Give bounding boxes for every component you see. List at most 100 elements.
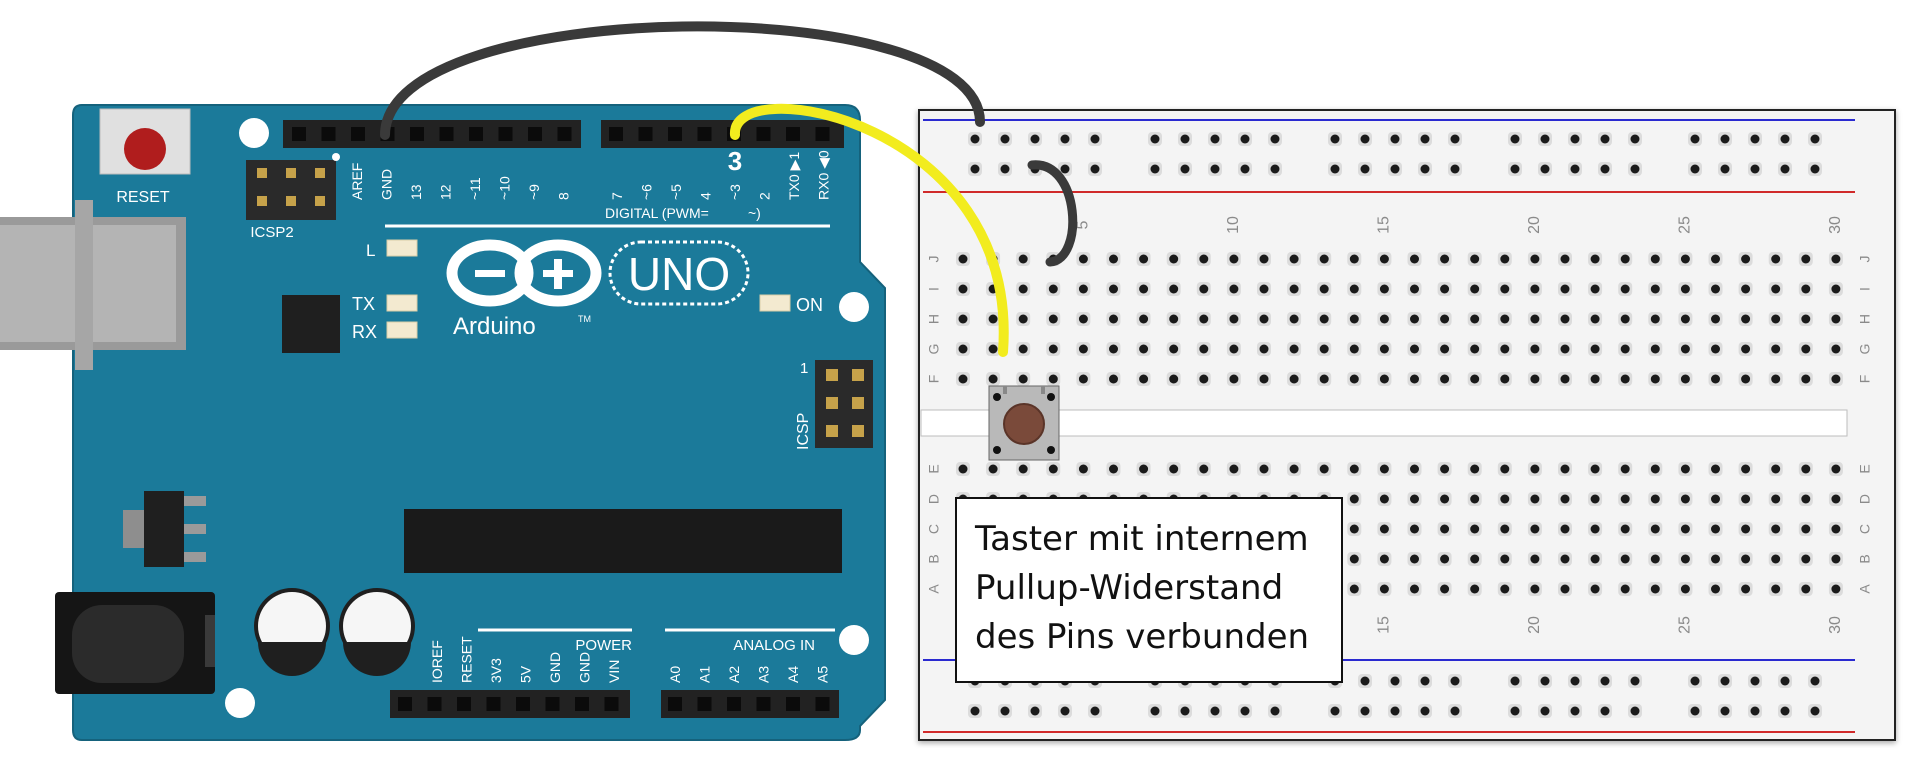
breadboard-hole-dot [1591, 375, 1600, 384]
power-label: POWER [575, 637, 632, 654]
breadboard-hole-dot [1500, 345, 1509, 354]
breadboard-hole-dot [1511, 677, 1520, 686]
breadboard-hole-dot [1169, 285, 1178, 294]
breadboard-hole-dot [1591, 285, 1600, 294]
callout-line-2: Pullup-Widerstand [975, 564, 1323, 613]
header-socket [816, 697, 830, 711]
breadboard-hole-dot [1500, 375, 1509, 384]
breadboard-hole-dot [1561, 495, 1570, 504]
microcontroller-chip [404, 509, 842, 573]
icsp-header [815, 360, 873, 448]
breadboard-hole-dot [1711, 465, 1720, 474]
breadboard-hole-dot [1781, 165, 1790, 174]
header-socket [668, 127, 682, 141]
breadboard-hole-dot [1751, 707, 1760, 716]
column-number: 30 [1827, 216, 1844, 234]
breadboard-hole-dot [1621, 465, 1630, 474]
digital-pin-label: ~11 [467, 177, 483, 200]
breadboard-hole-dot [1260, 465, 1269, 474]
breadboard-hole-dot [1691, 707, 1700, 716]
row-letter: J [1857, 256, 1873, 263]
breadboard-hole-dot [1801, 465, 1810, 474]
breadboard-hole-dot [1681, 345, 1690, 354]
dc-power-jack [55, 592, 215, 694]
breadboard-hole-dot [1049, 375, 1058, 384]
breadboard-hole-dot [1260, 315, 1269, 324]
breadboard-hole-dot [1771, 345, 1780, 354]
row-letter: E [926, 464, 942, 473]
icsp2-label: ICSP2 [250, 224, 293, 241]
breadboard-hole-dot [1530, 465, 1539, 474]
breadboard-hole-dot [1181, 135, 1190, 144]
row-letter: J [926, 256, 942, 263]
breadboard-hole-dot [1811, 707, 1820, 716]
analog-label: ANALOG IN [733, 637, 815, 654]
breadboard-hole-dot [1631, 707, 1640, 716]
breadboard-hole-dot [1811, 677, 1820, 686]
header-socket [487, 697, 501, 711]
breadboard-hole-dot [1651, 345, 1660, 354]
breadboard-hole-dot [1290, 315, 1299, 324]
breadboard-hole-dot [1711, 555, 1720, 564]
breadboard-hole-dot [1380, 285, 1389, 294]
header-socket [428, 697, 442, 711]
breadboard-hole-dot [1061, 135, 1070, 144]
header-socket [528, 127, 542, 141]
breadboard-hole-dot [1470, 585, 1479, 594]
usb-connector [0, 200, 186, 370]
power-pin-label: VIN [606, 660, 622, 683]
breadboard-hole-dot [1771, 555, 1780, 564]
breadboard-hole-dot [1771, 255, 1780, 264]
breadboard-hole-dot [1091, 135, 1100, 144]
breadboard-hole-dot [1199, 285, 1208, 294]
breadboard-hole-dot [1781, 707, 1790, 716]
breadboard-hole-dot [1019, 375, 1028, 384]
digital-pin-label: ~6 [639, 184, 655, 200]
breadboard-hole-dot [1741, 495, 1750, 504]
breadboard-hole-dot [1091, 707, 1100, 716]
breadboard-hole-dot [1561, 525, 1570, 534]
breadboard-hole-dot [959, 465, 968, 474]
header-socket [668, 697, 682, 711]
breadboard-hole-dot [1781, 677, 1790, 686]
breadboard-hole-dot [1801, 315, 1810, 324]
led-tx-label: TX [352, 294, 375, 314]
header-socket [351, 127, 365, 141]
breadboard-hole-dot [1801, 495, 1810, 504]
analog-pin-label: A3 [756, 666, 772, 683]
led-tx [387, 295, 417, 311]
breadboard-hole-dot [1741, 255, 1750, 264]
breadboard-hole-dot [1681, 315, 1690, 324]
digital-header-left [283, 120, 581, 148]
led-rx [387, 322, 417, 338]
breadboard-hole-dot [1691, 135, 1700, 144]
breadboard-hole-dot [1721, 707, 1730, 716]
breadboard-hole-dot [1621, 285, 1630, 294]
breadboard-hole-dot [1500, 525, 1509, 534]
header-socket [605, 697, 619, 711]
breadboard-hole-dot [1651, 585, 1660, 594]
breadboard-hole-dot [1440, 525, 1449, 534]
breadboard-hole-dot [1591, 255, 1600, 264]
row-letter: I [926, 287, 942, 291]
breadboard-hole-dot [1530, 585, 1539, 594]
breadboard-hole-dot [1109, 375, 1118, 384]
row-letter: D [926, 494, 942, 504]
breadboard-hole-dot [1541, 135, 1550, 144]
power-pin-label: GND [577, 652, 593, 683]
breadboard-hole-dot [1229, 345, 1238, 354]
breadboard-hole-dot [1711, 585, 1720, 594]
breadboard-hole-dot [1530, 345, 1539, 354]
breadboard-hole-dot [1421, 165, 1430, 174]
breadboard-hole-dot [1711, 255, 1720, 264]
breadboard-hole-dot [1801, 345, 1810, 354]
breadboard-hole-dot [1109, 465, 1118, 474]
mounting-hole [225, 688, 255, 718]
breadboard-hole-dot [1721, 677, 1730, 686]
reset-button[interactable] [100, 109, 190, 174]
breadboard-hole-dot [1591, 525, 1600, 534]
breadboard-hole-dot [1631, 677, 1640, 686]
callout-line-1: Taster mit internem [975, 515, 1323, 564]
push-button-cap[interactable] [1004, 404, 1044, 444]
push-button[interactable] [989, 386, 1059, 460]
